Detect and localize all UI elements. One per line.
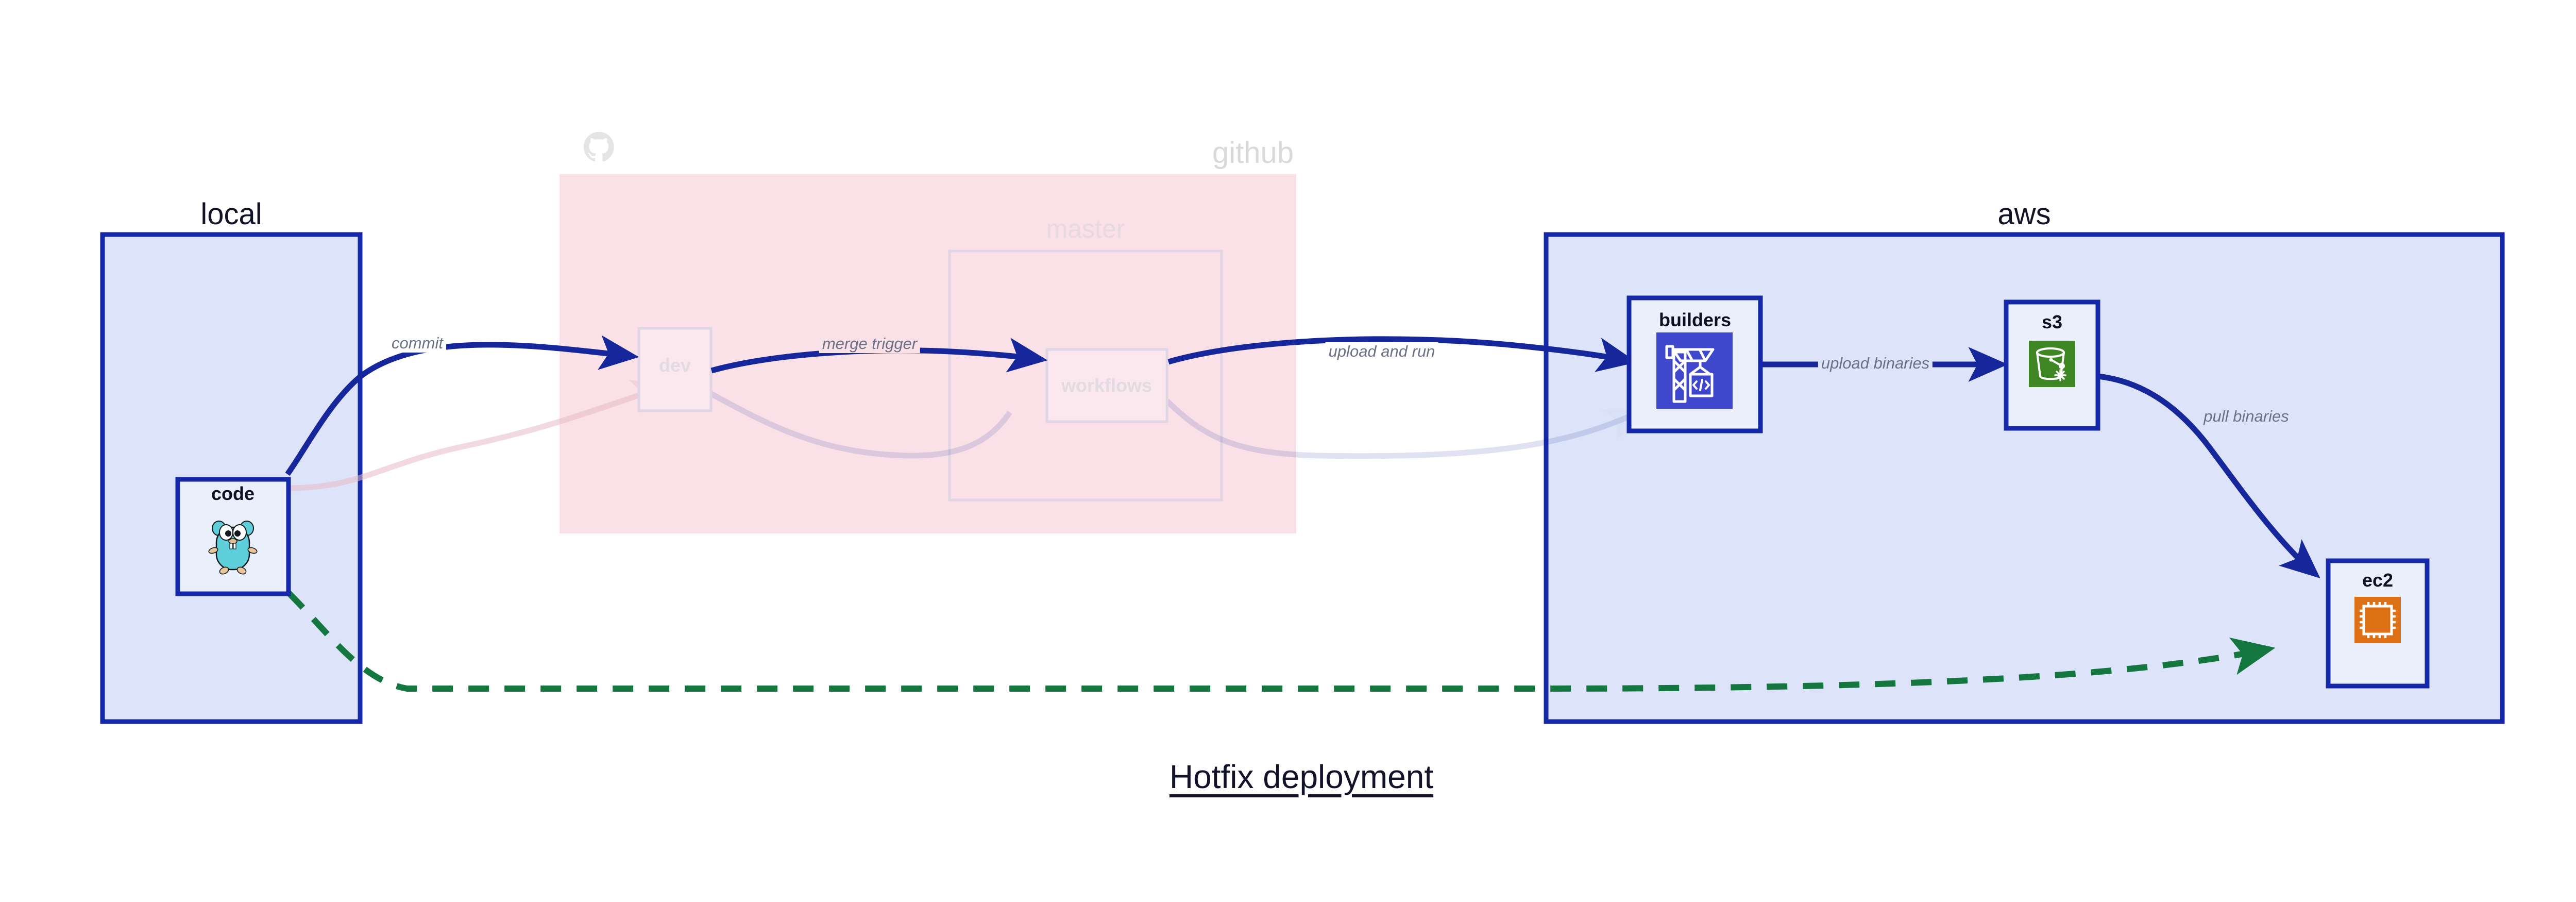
node-dev[interactable]: dev [637,327,713,412]
node-dev-label: dev [659,355,691,376]
node-s3-label: s3 [2042,311,2062,332]
region-label-local: local [200,197,262,231]
region-label-github: github [1212,136,1294,170]
edge-label-upload-and-run: upload and run [1325,342,1438,361]
subregion-label-master: master [1046,214,1125,243]
edge-faded-dev-workflows [708,390,1012,459]
node-code-label: code [211,483,255,504]
edge-label-pull-binaries: pull binaries [2199,407,2293,426]
edge-faded-workflows-builders [1165,399,1646,459]
edge-hotfix-direct [286,590,2276,692]
edge-label-merge-trigger: merge trigger [819,335,921,353]
node-code[interactable]: code [175,477,291,596]
node-builders-label: builders [1659,309,1731,330]
node-builders[interactable]: builders [1626,295,1763,433]
aws-codebuild-icon [1656,332,1733,409]
node-workflows-label: workflows [1061,375,1152,396]
node-ec2-label: ec2 [2362,570,2393,591]
github-logo-icon [584,131,614,162]
faded-edge-group [288,380,1646,491]
node-s3[interactable]: s3 [2004,299,2100,431]
node-ec2[interactable]: ec2 [2326,558,2430,689]
go-gopher-icon [208,521,258,575]
edge-label-commit: commit [388,334,446,353]
edge-commit [285,335,639,476]
diagram-title: Hotfix deployment [1169,758,1434,795]
subregion-master [948,249,1223,502]
edge-label-upload-binaries: upload binaries [1818,354,1933,373]
region-label-aws: aws [1997,197,2051,231]
edge-faded-code-dev [288,380,672,491]
aws-ec2-chip-icon [2354,597,2401,643]
edge-pull-binaries [2097,373,2320,579]
node-workflows[interactable]: workflows [1045,348,1168,423]
aws-s3-bucket-icon [2029,341,2075,387]
edge-upload-and-run [1167,336,1637,372]
